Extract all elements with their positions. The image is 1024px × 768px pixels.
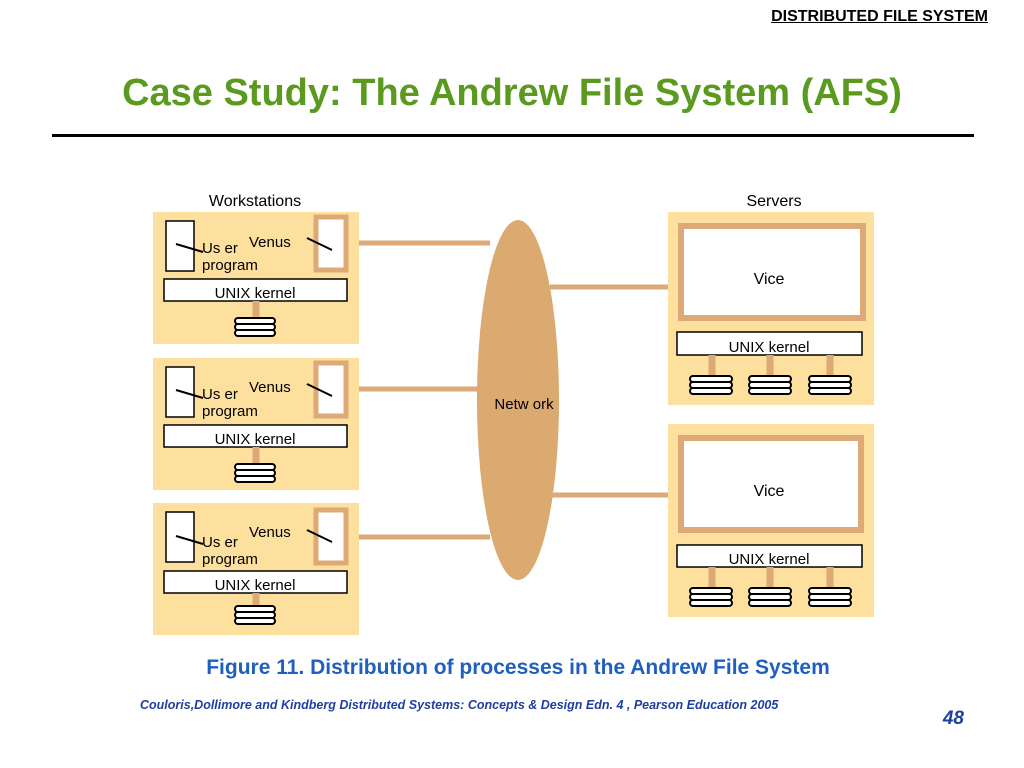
title-divider <box>52 134 974 137</box>
disk-icon <box>808 587 852 607</box>
unix-kernel-label: UNIX kernel <box>215 431 296 448</box>
vice-label: Vice <box>754 483 785 500</box>
user-program-label: Us er <box>202 386 238 403</box>
user-program-label: Us er <box>202 240 238 257</box>
unix-kernel-label: UNIX kernel <box>215 285 296 302</box>
disk-icon <box>808 375 852 395</box>
unix-kernel-label: UNIX kernel <box>215 577 296 594</box>
page-number: 48 <box>942 708 964 729</box>
venus-box <box>313 507 349 566</box>
venus-box <box>313 214 349 273</box>
disk-icon <box>234 605 276 625</box>
figure-caption: Figure 11. Distribution of processes in … <box>206 656 830 679</box>
vice-box <box>678 223 866 321</box>
disk-icon <box>689 587 733 607</box>
venus-label: Venus <box>249 379 291 396</box>
vice-box <box>678 435 864 533</box>
source-citation: Couloris,Dollimore and Kindberg Distribu… <box>140 698 779 712</box>
disk-icon <box>748 587 792 607</box>
network-label: Netw ork <box>494 396 554 413</box>
vice-label: Vice <box>754 271 785 288</box>
disk-icon <box>689 375 733 395</box>
servers-label: Servers <box>746 193 801 210</box>
unix-kernel-label: UNIX kernel <box>729 339 810 356</box>
section-header: DISTRIBUTED FILE SYSTEM <box>771 8 988 25</box>
slide-title: Case Study: The Andrew File System (AFS) <box>122 72 902 114</box>
user-program-label: Us er <box>202 534 238 551</box>
venus-label: Venus <box>249 524 291 541</box>
workstation-2: Us er program Venus UNIX kernel <box>153 358 359 490</box>
workstations-label: Workstations <box>209 193 301 210</box>
server-1: Vice UNIX kernel <box>668 212 874 405</box>
server-2: Vice UNIX kernel <box>668 424 874 617</box>
user-program-label: program <box>202 403 258 420</box>
disk-icon <box>234 463 276 483</box>
unix-kernel-label: UNIX kernel <box>729 551 810 568</box>
network-node <box>477 220 559 580</box>
user-program-label: program <box>202 551 258 568</box>
disk-icon <box>234 317 276 337</box>
workstation-3: Us er program Venus UNIX kernel <box>153 503 359 635</box>
workstation-1: Us er program Venus UNIX kernel <box>153 212 359 344</box>
venus-box <box>313 360 349 419</box>
disk-icon <box>748 375 792 395</box>
venus-label: Venus <box>249 234 291 251</box>
user-program-label: program <box>202 257 258 274</box>
